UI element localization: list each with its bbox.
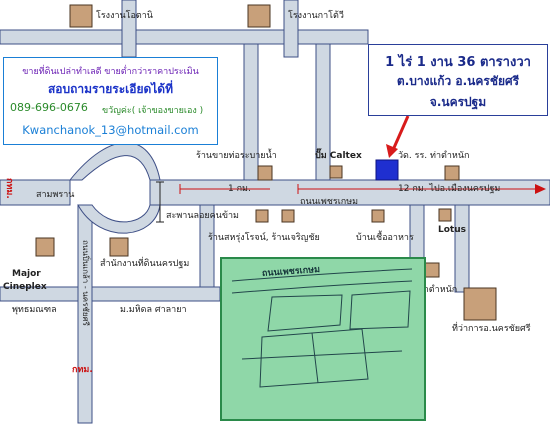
label-mahidol: ม.มหิดล ศาลายา xyxy=(120,305,187,315)
label-land-office: สำนักงานที่ดินนครปฐม xyxy=(100,259,190,269)
label-pipe-shop: ร้านขายท่อระบายน้ำ xyxy=(196,151,277,161)
callout-arrow-line xyxy=(391,115,410,151)
label-1km: 1 กม. xyxy=(228,184,251,194)
label-sampran: สามพราน xyxy=(36,190,75,200)
building-district xyxy=(463,287,497,321)
direction-arrow-head xyxy=(535,184,546,194)
building-shop-2 xyxy=(281,209,295,223)
road-v-4 xyxy=(454,204,470,293)
building-land-office xyxy=(109,237,129,257)
plot-size: 1 ไร่ 1 งาน 36 ตารางวา xyxy=(385,55,531,70)
label-tambon-office: อบต.ท่าตำหนัก xyxy=(398,285,458,295)
title-deed-inset: ถนนเพชรเกษม xyxy=(220,257,426,421)
building-lotus xyxy=(438,208,452,222)
callout-arrow-head xyxy=(386,144,398,158)
label-shops: ร้านสหรุ่งโรจน์, ร้านเจริญชัย xyxy=(208,233,320,243)
deed-sketch xyxy=(231,268,413,388)
road-v-5 xyxy=(199,204,215,288)
deed-plot-3 xyxy=(349,290,411,330)
label-major-1: Major xyxy=(12,269,41,279)
ad-phone[interactable]: 089-696-0676 xyxy=(10,101,88,114)
deed-boundary-2 xyxy=(241,350,403,360)
label-factory-otani: โรงงานโอตานิ xyxy=(96,11,153,21)
ad-contact-name: ขวัญค่ะ( เจ้าของขายเอง ) xyxy=(102,106,204,116)
deed-road-line-2 xyxy=(231,280,413,294)
label-caltex: ปั๊ม Caltex xyxy=(315,151,362,161)
building-house-food xyxy=(371,209,385,223)
road-v-otani xyxy=(121,0,137,58)
phetkasem-road xyxy=(149,179,550,206)
top-road xyxy=(0,29,369,45)
label-house-food: บ้านเชื้ออาหาร xyxy=(356,233,414,243)
curved-ramp-outer xyxy=(68,142,161,181)
ad-inquiry: สอบถามรายระเอียดได้ที่ xyxy=(47,82,174,96)
building-tambon xyxy=(424,262,440,278)
deed-road-line-1 xyxy=(231,268,413,282)
building-otani xyxy=(69,4,93,28)
building-kaodee xyxy=(247,4,271,28)
road-v-kaodee xyxy=(283,0,299,58)
plot-callout: 1 ไร่ 1 งาน 36 ตารางวา ต.บางแก้ว อ.นครชั… xyxy=(368,44,548,116)
building-major xyxy=(35,237,55,257)
label-12km: 12 กม. ไปอ.เมืองนครปฐม xyxy=(398,184,501,194)
deed-boundary-1 xyxy=(311,332,319,384)
road-v-2 xyxy=(315,43,331,181)
deed-plot-2 xyxy=(259,328,369,388)
building-wat xyxy=(444,165,460,181)
building-caltex xyxy=(329,165,343,179)
building-shop-1 xyxy=(255,209,269,223)
road-v-1 xyxy=(243,43,259,181)
advertisement-box: ขายที่ดินเปล่าทำเลดี ขายต่ำกว่าราคาประเม… xyxy=(3,57,218,145)
label-lotus: Lotus xyxy=(438,225,466,235)
label-overpass: สะพานลอยคนข้าม xyxy=(166,211,239,221)
label-district-office: ที่ว่าการอ.นครชัยศรี xyxy=(452,324,531,334)
label-phutthamonthon: พุทธมณฑล xyxy=(12,305,57,315)
ad-headline: ขายที่ดินเปล่าทำเลดี ขายต่ำกว่าราคาประเม… xyxy=(22,67,199,77)
overpass-marker xyxy=(156,181,164,223)
label-bkk-left: กทม. xyxy=(4,178,14,199)
label-pinklao-road: ถนนปิ่นเกล้า - นครชัยศรี xyxy=(81,240,90,326)
plot-location-line1: ต.บางแก้ว อ.นครชัยศรี xyxy=(396,74,520,88)
label-factory-kaodee: โรงงานกาโต้วี xyxy=(288,11,344,21)
label-bkk-bottom: กทม. xyxy=(72,365,93,375)
label-phetkasem: ถนนเพชรเกษม xyxy=(300,197,359,207)
building-pipe-shop xyxy=(257,165,273,181)
label-wat: วัด. รร. ท่าตำหนัก xyxy=(398,151,470,161)
left-road xyxy=(0,179,71,206)
ad-email[interactable]: Kwanchanok_13@hotmail.com xyxy=(22,123,199,137)
land-plot-marker xyxy=(375,159,399,181)
label-major-2: Cineplex xyxy=(3,282,47,292)
deed-plot-1 xyxy=(267,294,343,332)
plot-location-line2: จ.นครปฐม xyxy=(429,95,487,109)
